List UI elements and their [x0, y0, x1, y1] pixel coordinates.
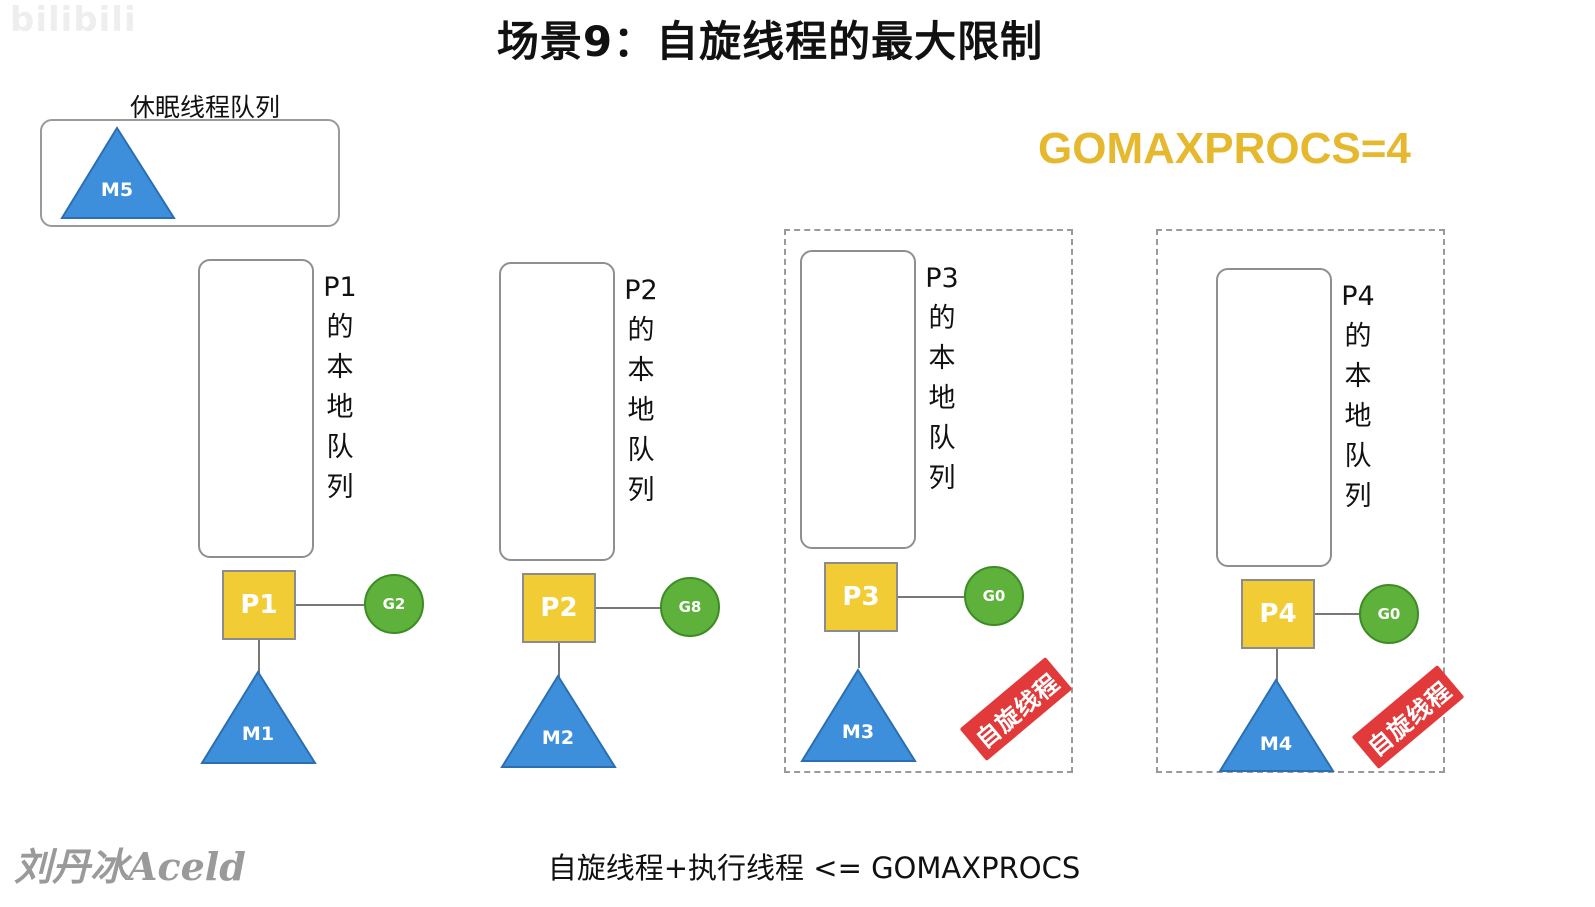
p1-queue-label-0: P1 — [323, 272, 357, 303]
m1-triangle: M1 — [200, 670, 317, 764]
p4-queue-label-5: 列 — [1344, 481, 1372, 512]
p1-g-link — [296, 604, 366, 606]
p2-m-link — [558, 643, 560, 677]
p3-queue-label-2: 本 — [928, 343, 956, 374]
page-title: 场景9：自旋线程的最大限制 — [496, 17, 1044, 66]
spinning-frame-p3 — [784, 229, 1073, 773]
p2-goroutine: G8 — [660, 577, 720, 637]
bilibili-logo: bilibili — [10, 0, 137, 40]
formula-caption: 自旋线程+执行线程 <= GOMAXPROCS — [547, 851, 1081, 885]
m4-triangle: M4 — [1218, 678, 1335, 772]
m3-triangle: M3 — [800, 668, 917, 762]
p4-queue-label-4: 队 — [1344, 441, 1372, 472]
p1-queue-label-5: 列 — [326, 472, 354, 503]
m3-label: M3 — [842, 721, 874, 743]
p1-queue-label-2: 本 — [326, 352, 354, 383]
p2-queue-label-3: 地 — [627, 395, 655, 426]
p1-processor: P1 — [222, 570, 296, 640]
p3-queue-label-0: P3 — [925, 263, 959, 294]
p3-queue-label-4: 队 — [928, 423, 956, 454]
p4-g-link — [1315, 613, 1361, 615]
p2-queue-label-0: P2 — [624, 275, 658, 306]
p1-local-queue — [198, 259, 314, 558]
m2-label: M2 — [542, 727, 574, 749]
p2-queue-label-2: 本 — [627, 355, 655, 386]
sleep-queue-label: 休眠线程队列 — [129, 93, 280, 122]
author-signature: 刘丹冰Aceld — [14, 844, 246, 889]
p1-queue-label-4: 队 — [326, 432, 354, 463]
m2-triangle: M2 — [500, 674, 617, 768]
p3-g-link — [898, 596, 966, 598]
p4-queue-label-1: 的 — [1344, 321, 1372, 352]
p1-queue-label-1: 的 — [326, 312, 354, 343]
p4-queue-label-0: P4 — [1341, 281, 1375, 312]
p2-queue-label-5: 列 — [627, 475, 655, 506]
p3-local-queue — [800, 250, 916, 549]
m5-label: M5 — [101, 179, 133, 201]
m4-label: M4 — [1260, 733, 1292, 755]
p4-queue-label-3: 地 — [1344, 401, 1372, 432]
p4-m-link — [1276, 649, 1278, 685]
m1-label: M1 — [242, 723, 274, 745]
p3-m-link — [858, 632, 860, 668]
p1-queue-label-3: 地 — [326, 392, 354, 423]
p4-queue-label-2: 本 — [1344, 361, 1372, 392]
p4-processor: P4 — [1241, 579, 1315, 649]
p3-queue-label-5: 列 — [928, 463, 956, 494]
p3-queue-label-3: 地 — [928, 383, 956, 414]
p2-g-link — [596, 607, 662, 609]
p4-goroutine: G0 — [1359, 584, 1419, 644]
p3-queue-label-1: 的 — [928, 303, 956, 334]
p3-goroutine: G0 — [964, 566, 1024, 626]
p3-processor: P3 — [824, 562, 898, 632]
p2-processor: P2 — [522, 573, 596, 643]
p4-local-queue — [1216, 268, 1332, 567]
p2-queue-label-1: 的 — [627, 315, 655, 346]
p1-goroutine: G2 — [364, 574, 424, 634]
p2-queue-label-4: 队 — [627, 435, 655, 466]
sleep-queue-box — [40, 119, 340, 227]
p1-m-link — [258, 640, 260, 674]
p2-local-queue — [499, 262, 615, 561]
gomaxprocs-label: GOMAXPROCS=4 — [1038, 124, 1411, 173]
m5-triangle: M5 — [60, 126, 176, 219]
